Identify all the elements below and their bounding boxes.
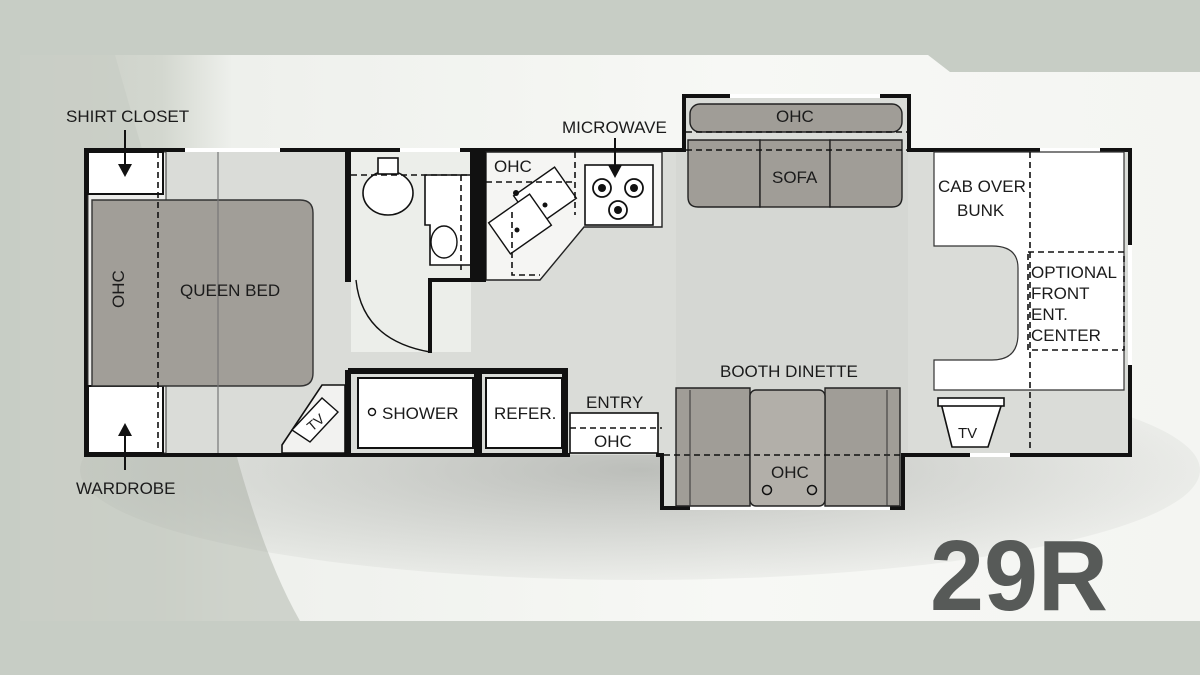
sofa bbox=[686, 103, 907, 208]
label-bed-ohc: OHC bbox=[109, 270, 128, 308]
shower bbox=[357, 377, 474, 449]
label-booth-dinette: BOOTH DINETTE bbox=[720, 362, 858, 381]
entry-step bbox=[569, 412, 659, 454]
bathroom-sink-icon bbox=[430, 225, 458, 259]
label-optional-4: CENTER bbox=[1031, 326, 1101, 345]
label-dinette-ohc: OHC bbox=[771, 463, 809, 482]
queen-bed bbox=[91, 199, 314, 387]
label-microwave: MICROWAVE bbox=[562, 118, 667, 137]
label-sofa: SOFA bbox=[772, 168, 818, 187]
label-tv-front: TV bbox=[958, 425, 977, 442]
label-shower: SHOWER bbox=[382, 404, 459, 423]
label-kitchen-ohc: OHC bbox=[494, 157, 532, 176]
cab-over-bunk bbox=[933, 151, 1125, 450]
label-refer: REFER. bbox=[494, 404, 556, 423]
shower-drain-icon bbox=[367, 407, 377, 417]
model-name: 29R bbox=[930, 520, 1108, 632]
label-optional-2: FRONT bbox=[1031, 284, 1090, 303]
booth-dinette bbox=[664, 387, 903, 507]
toilet-icon bbox=[362, 170, 414, 216]
kitchen bbox=[476, 151, 663, 282]
tv-icon-front bbox=[937, 397, 1005, 448]
label-cab-over-1: CAB OVER bbox=[938, 177, 1026, 196]
bedroom bbox=[87, 151, 351, 456]
bathroom bbox=[351, 152, 476, 353]
annotation-arrows bbox=[118, 130, 622, 470]
refrigerator bbox=[485, 377, 563, 449]
label-entry: ENTRY bbox=[586, 393, 643, 412]
label-optional-1: OPTIONAL bbox=[1031, 263, 1117, 282]
label-wardrobe: WARDROBE bbox=[76, 479, 176, 498]
stove-icon bbox=[584, 164, 654, 226]
label-cab-over-2: BUNK bbox=[957, 201, 1005, 220]
label-optional-3: ENT. bbox=[1031, 305, 1068, 324]
label-queen-bed: QUEEN BED bbox=[180, 281, 280, 300]
label-sofa-ohc: OHC bbox=[776, 107, 814, 126]
tv-icon-rear bbox=[290, 397, 340, 443]
label-shirt-closet: SHIRT CLOSET bbox=[66, 107, 189, 126]
shower-refer-entry bbox=[348, 368, 662, 456]
bathroom-door-swing bbox=[355, 279, 431, 353]
label-entry-ohc: OHC bbox=[594, 432, 632, 451]
